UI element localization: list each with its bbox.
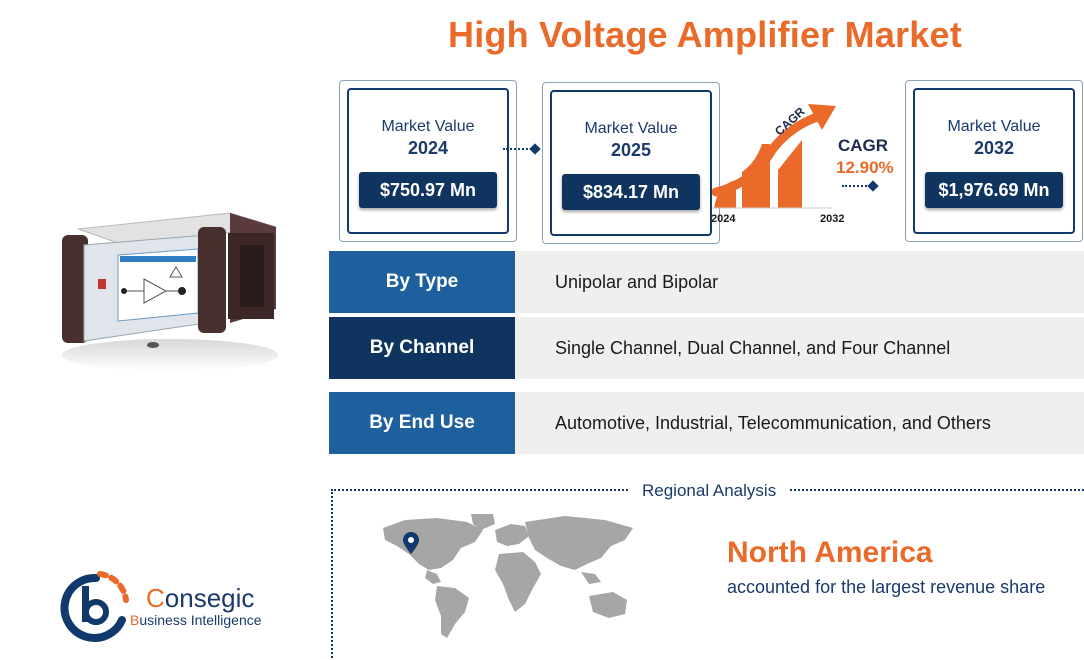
consegic-logo-icon [60, 571, 129, 642]
segment-value: Unipolar and Bipolar [555, 272, 719, 292]
market-value-amount: $750.97 Mn [359, 172, 497, 208]
logo-initial: C [146, 583, 165, 613]
market-value-year: 2032 [973, 138, 1015, 158]
location-pin-icon [403, 532, 419, 554]
segment-value: Automotive, Industrial, Telecommunicatio… [555, 413, 991, 433]
cagr-growth-arrow-icon [712, 104, 836, 209]
page-title: High Voltage Amplifier Market [448, 14, 962, 55]
market-value-year: 2024 [407, 138, 449, 158]
cagr-end-year: 2032 [820, 213, 845, 225]
logo-tagline-rest: usiness Intelligence [139, 612, 262, 628]
connector-diamond-icon [867, 180, 879, 192]
market-value-card-2025: Market Value 2025 $834.17 Mn [542, 82, 720, 244]
segment-key: By End Use [329, 392, 515, 454]
segment-key: By Type [329, 251, 515, 313]
connector-line [842, 185, 870, 187]
segment-row-end-use: By End Use Automotive, Industrial, Telec… [329, 392, 1084, 454]
cagr-value: 12.90% [836, 158, 894, 177]
segment-key: By Channel [329, 317, 515, 379]
segment-row-channel: By Channel Single Channel, Dual Channel,… [329, 317, 1084, 379]
market-value-card-2024: Market Value 2024 $750.97 Mn [339, 80, 517, 242]
market-value-amount: $1,976.69 Mn [925, 172, 1063, 208]
market-value-card-2032: Market Value 2032 $1,976.69 Mn [905, 80, 1083, 242]
connector-line [503, 148, 535, 150]
amplifier-device-image [62, 212, 278, 371]
market-value-amount: $834.17 Mn [562, 174, 700, 210]
cagr-start-year: 2024 [711, 213, 736, 225]
region-description: accounted for the largest revenue share [727, 577, 1046, 597]
segment-row-type: By Type Unipolar and Bipolar [329, 251, 1084, 313]
market-value-year: 2025 [610, 140, 652, 160]
logo-name-rest: onsegic [164, 583, 255, 613]
market-value-label: Market Value [584, 120, 678, 137]
connector-diamond-icon [529, 143, 541, 155]
regional-analysis-heading: Regional Analysis [630, 481, 789, 501]
logo-tagline: Business Intelligence [130, 612, 262, 628]
region-name: North America [727, 536, 933, 569]
world-map-icon [383, 514, 633, 638]
cagr-label: CAGR [838, 136, 889, 155]
market-value-label: Market Value [381, 118, 475, 135]
logo-tagline-initial: B [130, 612, 140, 628]
segment-value: Single Channel, Dual Channel, and Four C… [555, 338, 951, 358]
logo-company-name: Consegic [146, 583, 254, 614]
market-value-label: Market Value [947, 118, 1041, 135]
